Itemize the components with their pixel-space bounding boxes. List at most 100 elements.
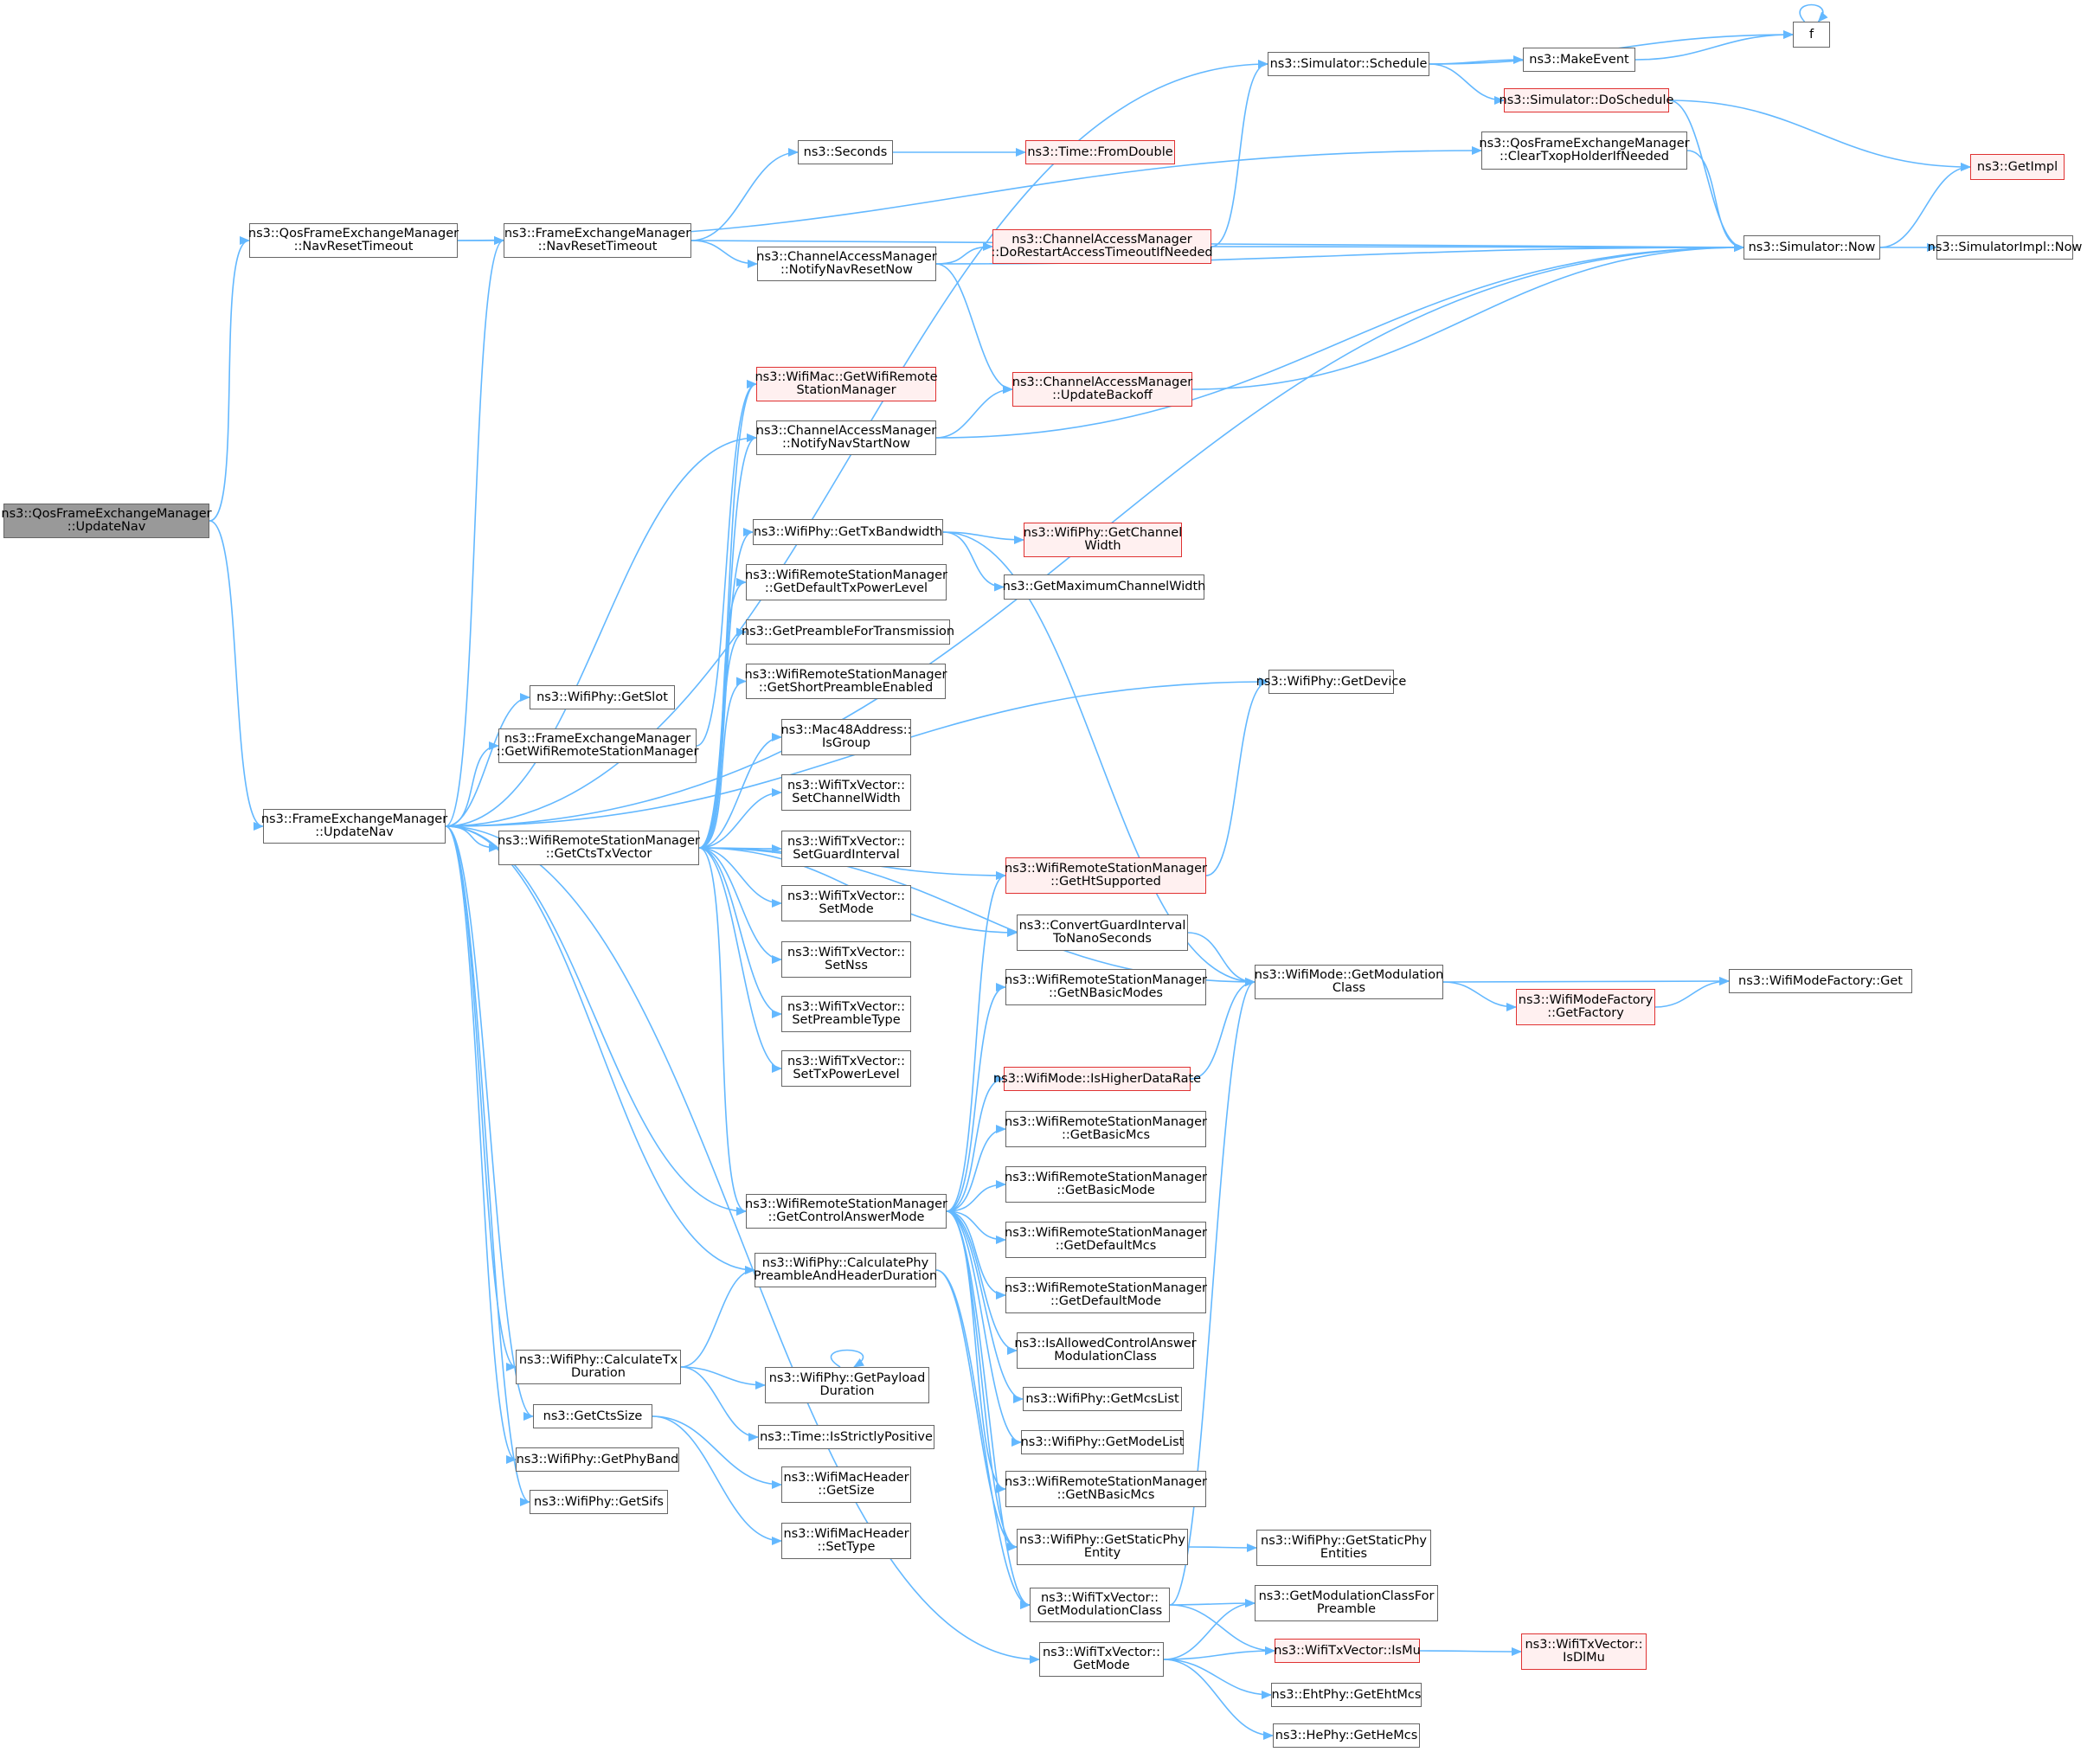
node-get-phy-band[interactable]: ns3::WifiPhy::GetPhyBand (516, 1447, 679, 1472)
node-set-cw[interactable]: ns3::WifiTxVector:: SetChannelWidth (781, 774, 911, 811)
node-fe-upd[interactable]: ns3::FrameExchangeManager ::UpdateNav (261, 809, 447, 844)
node-get-ctrl-ans[interactable]: ns3::WifiRemoteStationManager ::GetContr… (745, 1194, 947, 1229)
edge-getCtrlAns-to-tvGetModClass (946, 1210, 1031, 1609)
node-fe-get-wrsm[interactable]: ns3::FrameExchangeManager ::GetWifiRemot… (497, 728, 698, 763)
edge-calcPre-to-tvGetModClass (935, 1269, 1031, 1609)
edge-tvGetMode-to-isMu (1163, 1646, 1275, 1660)
node-set-nss[interactable]: ns3::WifiTxVector:: SetNss (781, 941, 911, 978)
edge-getCtrlAns-to-getDefMode (946, 1210, 1006, 1300)
node-get-short-pre[interactable]: ns3::WifiRemoteStationManager ::GetShort… (745, 664, 947, 699)
node-root[interactable]: ns3::QosFrameExchangeManager ::UpdateNav (1, 504, 212, 538)
node-get-static-phy[interactable]: ns3::WifiPhy::GetStaticPhy Entity (1017, 1529, 1188, 1565)
node-set-tx-pow[interactable]: ns3::WifiTxVector:: SetTxPowerLevel (781, 1050, 911, 1087)
node-get-def-mcs[interactable]: ns3::WifiRemoteStationManager ::GetDefau… (1005, 1222, 1207, 1258)
node-get-cts-size[interactable]: ns3::GetCtsSize (533, 1404, 652, 1428)
node-get-payload[interactable]: ns3::WifiPhy::GetPayload Duration (765, 1367, 929, 1403)
node-get-mode-list[interactable]: ns3::WifiPhy::GetModeList (1021, 1430, 1184, 1454)
node-is-mu[interactable]: ns3::WifiTxVector::IsMu (1274, 1639, 1421, 1663)
node-get-cts[interactable]: ns3::WifiRemoteStationManager ::GetCtsTx… (498, 831, 700, 865)
node-get-max-cw[interactable]: ns3::GetMaximumChannelWidth (1003, 574, 1205, 600)
edge-getCtrlAns-to-getNBasicModes (946, 983, 1006, 1212)
node-cam-restart[interactable]: ns3::ChannelAccessManager ::DoRestartAcc… (991, 229, 1213, 264)
node-get-basic-mcs[interactable]: ns3::WifiRemoteStationManager ::GetBasic… (1005, 1111, 1207, 1147)
node-get-static-phies[interactable]: ns3::WifiPhy::GetStaticPhy Entities (1256, 1530, 1431, 1566)
node-get-mod-class-pre[interactable]: ns3::GetModulationClassFor Preamble (1255, 1585, 1438, 1621)
node-get-mcs-list[interactable]: ns3::WifiPhy::GetMcsList (1023, 1387, 1182, 1411)
node-get-slot[interactable]: ns3::WifiPhy::GetSlot (530, 685, 675, 709)
edge-doSchedule-to-now (1668, 99, 1744, 252)
node-get-impl[interactable]: ns3::GetImpl (1970, 154, 2065, 180)
node-cam-upd-backoff[interactable]: ns3::ChannelAccessManager ::UpdateBackof… (1012, 372, 1192, 407)
node-get-factory[interactable]: ns3::WifiModeFactory ::GetFactory (1516, 989, 1655, 1025)
node-from-double[interactable]: ns3::Time::FromDouble (1025, 140, 1175, 164)
node-do-schedule[interactable]: ns3::Simulator::DoSchedule (1500, 88, 1673, 112)
node-get-sifs[interactable]: ns3::WifiPhy::GetSifs (530, 1490, 668, 1514)
node-tv-get-mode[interactable]: ns3::WifiTxVector:: GetMode (1039, 1642, 1164, 1677)
edge-getCts-to-setCw (698, 788, 782, 849)
node-wmf-get[interactable]: ns3::WifiModeFactory::Get (1729, 969, 1912, 993)
edge-feUpd-to-feNav (445, 236, 504, 827)
edge-feUpd-to-getPhyBand (445, 825, 517, 1464)
node-f[interactable]: f (1793, 22, 1830, 48)
node-get-n-basic-modes[interactable]: ns3::WifiRemoteStationManager ::GetNBasi… (1005, 969, 1207, 1005)
node-qos-nav[interactable]: ns3::QosFrameExchangeManager ::NavResetT… (248, 223, 459, 258)
edge-feUpd-to-getSifs (445, 825, 530, 1506)
node-get-basic-mode[interactable]: ns3::WifiRemoteStationManager ::GetBasic… (1005, 1166, 1207, 1203)
node-mac-set-type[interactable]: ns3::WifiMacHeader ::SetType (781, 1523, 911, 1559)
edge-makeEvent-to-f (1634, 30, 1794, 61)
edge-doSchedule-to-getImpl (1668, 99, 1971, 171)
node-calc-tx[interactable]: ns3::WifiPhy::CalculateTx Duration (516, 1350, 681, 1384)
node-tv-get-mod-class[interactable]: ns3::WifiTxVector:: GetModulationClass (1030, 1588, 1170, 1622)
edge-calcTx-to-calcPre (680, 1266, 755, 1368)
node-now[interactable]: ns3::Simulator::Now (1744, 235, 1880, 260)
node-is-dl-mu[interactable]: ns3::WifiTxVector:: IsDlMu (1521, 1633, 1647, 1670)
edge-getCtrlAns-to-getModeList (946, 1210, 1022, 1447)
edge-convGi-to-getModClass (1187, 932, 1256, 986)
node-get-ht[interactable]: ns3::WifiRemoteStationManager ::GetHtSup… (1005, 857, 1207, 894)
edge-feUpd-to-calcTx (445, 825, 517, 1371)
edge-getCtrlAns-to-getBasicMcs (946, 1125, 1006, 1212)
node-is-allowed[interactable]: ns3::IsAllowedControlAnswer ModulationCl… (1014, 1332, 1197, 1369)
node-set-pre[interactable]: ns3::WifiTxVector:: SetPreambleType (781, 996, 911, 1032)
edge-getCtrlAns-to-getBasicMode (946, 1180, 1006, 1212)
node-get-preamble[interactable]: ns3::GetPreambleForTransmission (742, 619, 954, 645)
edge-feNav-to-camNotifyReset (690, 240, 758, 268)
edge-getFactory-to-wmfGet (1654, 977, 1730, 1008)
node-mac-get-size[interactable]: ns3::WifiMacHeader ::GetSize (781, 1466, 911, 1503)
node-cam-notify-reset[interactable]: ns3::ChannelAccessManager ::NotifyNavRes… (756, 247, 937, 281)
node-is-strict-pos[interactable]: ns3::Time::IsStrictlyPositive (758, 1425, 934, 1449)
edge-camUpdBackoff-to-now (1191, 243, 1744, 390)
edge-getCts-to-setNss (698, 847, 782, 964)
node-get-mod-class[interactable]: ns3::WifiMode::GetModulation Class (1255, 965, 1443, 999)
edge-getCts-to-isGroup (698, 733, 782, 849)
node-get-def-mode[interactable]: ns3::WifiRemoteStationManager ::GetDefau… (1005, 1277, 1207, 1313)
node-clear-txop[interactable]: ns3::QosFrameExchangeManager ::ClearTxop… (1479, 132, 1690, 170)
node-conv-gi[interactable]: ns3::ConvertGuardInterval ToNanoSeconds (1017, 915, 1188, 951)
edge-schedule-to-doSchedule (1429, 63, 1505, 105)
node-set-gi[interactable]: ns3::WifiTxVector:: SetGuardInterval (781, 831, 911, 867)
node-is-group[interactable]: ns3::Mac48Address:: IsGroup (780, 719, 912, 755)
node-impl-now[interactable]: ns3::SimulatorImpl::Now (1928, 235, 2082, 260)
node-make-event[interactable]: ns3::MakeEvent (1523, 48, 1635, 72)
node-get-he-mcs[interactable]: ns3::HePhy::GetHeMcs (1273, 1723, 1420, 1748)
node-seconds[interactable]: ns3::Seconds (798, 140, 893, 164)
node-set-mode[interactable]: ns3::WifiTxVector:: SetMode (781, 885, 911, 921)
edge-getCts-to-setMode (698, 847, 782, 908)
edge-tvGetMode-to-getHeMcs (1163, 1659, 1274, 1740)
node-get-def-tx-pow[interactable]: ns3::WifiRemoteStationManager ::GetDefau… (745, 564, 947, 600)
node-get-tx-bw[interactable]: ns3::WifiPhy::GetTxBandwidth (753, 519, 943, 545)
node-fe-nav[interactable]: ns3::FrameExchangeManager ::NavResetTime… (504, 223, 691, 258)
node-get-n-basic-mcs[interactable]: ns3::WifiRemoteStationManager ::GetNBasi… (1005, 1471, 1207, 1507)
node-cam-notify-start[interactable]: ns3::ChannelAccessManager ::NotifyNavSta… (756, 420, 936, 455)
edge-feUpd-to-feGetWrsm (445, 741, 499, 827)
node-get-eht-mcs[interactable]: ns3::EhtPhy::GetEhtMcs (1271, 1683, 1422, 1707)
node-get-wrsm[interactable]: ns3::WifiMac::GetWifiRemote StationManag… (755, 367, 938, 401)
node-get-ch-width[interactable]: ns3::WifiPhy::GetChannel Width (1024, 523, 1182, 557)
edge-calcTx-to-isStrictPos (680, 1366, 759, 1441)
node-schedule[interactable]: ns3::Simulator::Schedule (1268, 52, 1429, 76)
node-calc-pre[interactable]: ns3::WifiPhy::CalculatePhy PreambleAndHe… (754, 1253, 937, 1287)
node-get-device[interactable]: ns3::WifiPhy::GetDevice (1256, 670, 1406, 694)
node-is-higher[interactable]: ns3::WifiMode::IsHigherDataRate (993, 1067, 1201, 1091)
edge-f-to-f (1799, 3, 1828, 22)
